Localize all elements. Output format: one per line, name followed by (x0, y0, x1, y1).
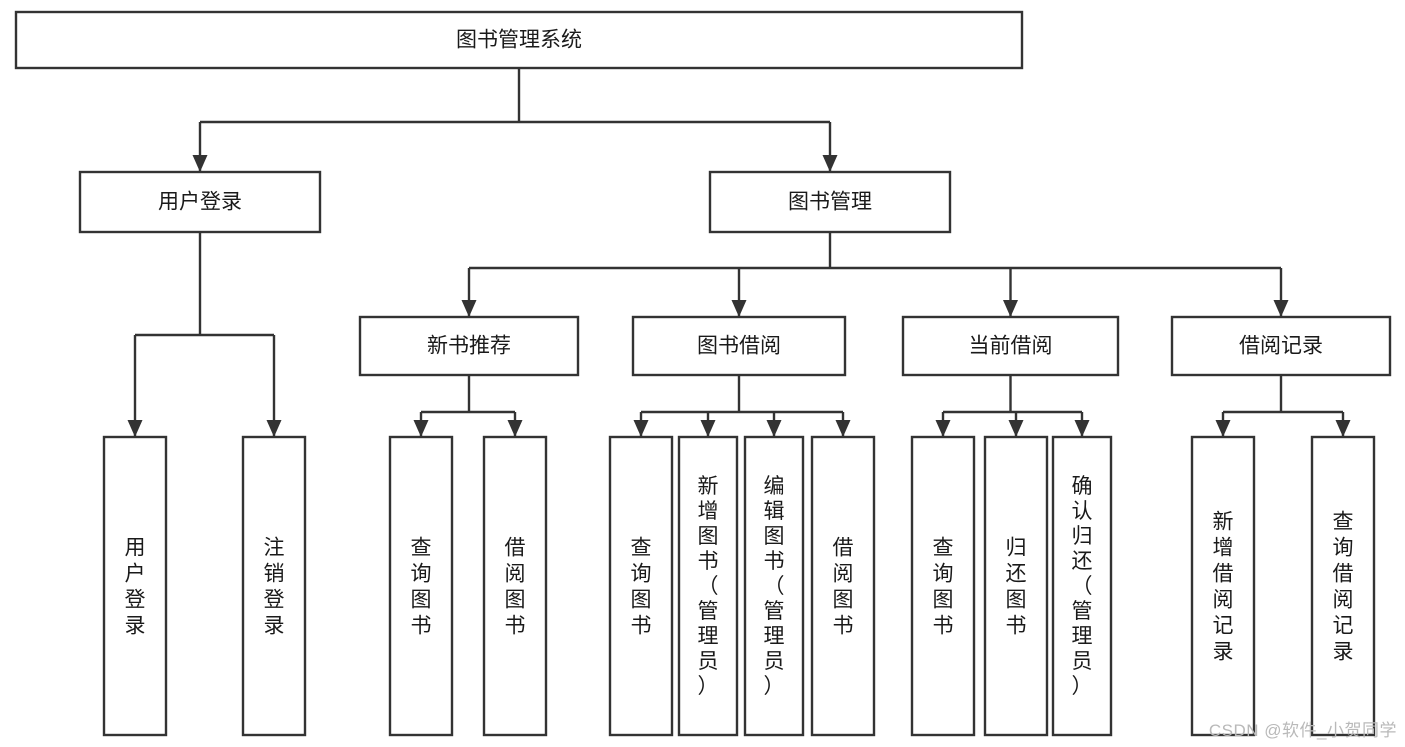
node-box-user-login[interactable] (78, 170, 322, 234)
node-query-borrow-record[interactable]: 查询借阅记录 (1310, 435, 1376, 737)
node-label-new-book-recommend: 新书推荐 (427, 335, 511, 358)
node-box-root[interactable] (14, 10, 1024, 70)
node-query-book-2[interactable]: 查询图书 (608, 435, 674, 737)
connector-user-login-to-leaves (127, 232, 282, 437)
connector-arrowhead (835, 420, 851, 437)
node-box-current-borrow[interactable] (901, 315, 1120, 377)
node-label-borrow-book-2: 借阅图书 (833, 536, 854, 637)
connector-arrowhead (192, 155, 208, 172)
connector-arrowhead (633, 420, 649, 437)
node-user-login-leaf[interactable]: 用户登录 (102, 435, 168, 737)
node-box-query-borrow-record[interactable] (1310, 435, 1376, 737)
connector-arrowhead (822, 155, 838, 172)
node-label-root: 图书管理系统 (456, 29, 582, 52)
connector-root-to-level1 (192, 68, 838, 172)
node-root[interactable]: 图书管理系统 (14, 10, 1024, 70)
node-box-return-book[interactable] (983, 435, 1049, 737)
connector-book-manage-to-groups (461, 232, 1289, 317)
node-box-query-book-1[interactable] (388, 435, 454, 737)
connector-borrow-record-to-leaves (1215, 375, 1351, 437)
node-box-user-login-leaf[interactable] (102, 435, 168, 737)
node-label-user-login-leaf: 用户登录 (125, 536, 146, 637)
connector-arrowhead (935, 420, 951, 437)
node-label-borrow-record: 借阅记录 (1239, 335, 1323, 358)
connector-arrowhead (413, 420, 429, 437)
connector-arrowhead (731, 300, 747, 317)
node-box-book-borrow[interactable] (631, 315, 847, 377)
connector-arrowhead (1215, 420, 1231, 437)
node-new-book-recommend[interactable]: 新书推荐 (358, 315, 580, 377)
node-box-query-book-3[interactable] (910, 435, 976, 737)
node-box-borrow-book-2[interactable] (810, 435, 876, 737)
connector-arrowhead (1008, 420, 1024, 437)
node-current-borrow[interactable]: 当前借阅 (901, 315, 1120, 377)
node-box-user-logout-leaf[interactable] (241, 435, 307, 737)
node-label-borrow-book-1: 借阅图书 (505, 536, 526, 637)
node-box-book-manage[interactable] (708, 170, 952, 234)
node-query-book-3[interactable]: 查询图书 (910, 435, 976, 737)
node-label-user-login: 用户登录 (158, 191, 242, 214)
connector-arrowhead (1003, 300, 1018, 317)
node-label-current-borrow: 当前借阅 (969, 335, 1053, 358)
connector-arrowhead (1074, 420, 1090, 437)
node-box-edit-book-admin[interactable] (743, 435, 805, 737)
connector-arrowhead (766, 420, 782, 437)
node-box-borrow-book-1[interactable] (482, 435, 548, 737)
node-box-borrow-record[interactable] (1170, 315, 1392, 377)
node-box-confirm-return-admin[interactable] (1051, 435, 1113, 737)
node-query-book-1[interactable]: 查询图书 (388, 435, 454, 737)
node-borrow-record[interactable]: 借阅记录 (1170, 315, 1392, 377)
node-add-borrow-record[interactable]: 新增借阅记录 (1190, 435, 1256, 737)
csdn-watermark: CSDN @软件_小贺同学 (1208, 721, 1397, 740)
node-label-query-borrow-record: 查询借阅记录 (1333, 510, 1354, 663)
node-label-edit-book-admin: 编辑图书（管理员） (764, 475, 785, 698)
node-label-query-book-3: 查询图书 (933, 536, 954, 637)
node-box-add-borrow-record[interactable] (1190, 435, 1256, 737)
node-box-query-book-2[interactable] (608, 435, 674, 737)
node-return-book[interactable]: 归还图书 (983, 435, 1049, 737)
node-label-query-book-2: 查询图书 (631, 536, 652, 637)
node-label-user-logout-leaf: 注销登录 (264, 536, 285, 637)
node-book-borrow[interactable]: 图书借阅 (631, 315, 847, 377)
node-box-new-book-recommend[interactable] (358, 315, 580, 377)
node-box-add-book-admin[interactable] (677, 435, 739, 737)
node-confirm-return-admin[interactable]: 确认归还（管理员） (1051, 435, 1113, 737)
node-book-manage[interactable]: 图书管理 (708, 170, 952, 234)
node-label-book-borrow: 图书借阅 (697, 335, 781, 358)
node-borrow-book-1[interactable]: 借阅图书 (482, 435, 548, 737)
connector-arrowhead (266, 420, 282, 437)
node-add-book-admin[interactable]: 新增图书（管理员） (677, 435, 739, 737)
node-label-add-borrow-record: 新增借阅记录 (1213, 510, 1234, 663)
connector-arrowhead (507, 420, 523, 437)
node-edit-book-admin[interactable]: 编辑图书（管理员） (743, 435, 805, 737)
node-label-return-book: 归还图书 (1006, 536, 1027, 637)
connector-current-borrow-to-leaves (935, 375, 1090, 437)
node-user-login[interactable]: 用户登录 (78, 170, 322, 234)
node-label-confirm-return-admin: 确认归还（管理员） (1072, 475, 1093, 698)
connector-arrowhead (461, 300, 477, 317)
connector-arrowhead (1273, 300, 1289, 317)
node-borrow-book-2[interactable]: 借阅图书 (810, 435, 876, 737)
node-label-add-book-admin: 新增图书（管理员） (698, 475, 719, 698)
node-label-book-manage: 图书管理 (788, 191, 872, 214)
node-label-query-book-1: 查询图书 (411, 536, 432, 637)
connector-arrowhead (700, 420, 716, 437)
connector-arrowhead (127, 420, 143, 437)
connector-book-borrow-to-leaves (633, 375, 851, 437)
node-user-logout-leaf[interactable]: 注销登录 (241, 435, 307, 737)
connector-arrowhead (1335, 420, 1351, 437)
connector-new-book-recommend-to-leaves (413, 375, 523, 437)
